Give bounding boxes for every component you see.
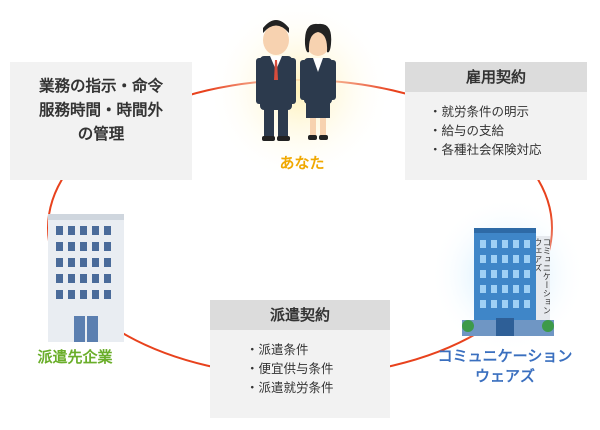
instructions-line-2: 服務時間・時間外 (38, 101, 163, 119)
dispatch-contract-list: 派遣条件 便宜供与条件 派遣就労条件 (210, 330, 390, 397)
agency-sign: コミュニケーションウェアズ (536, 238, 550, 315)
man-figure (256, 20, 296, 141)
dispatch-contract-item: 便宜供与条件 (246, 359, 390, 378)
employment-contract-title: 雇用契約 (405, 62, 587, 92)
you-label: あなた (279, 154, 325, 172)
employment-contract-item: 各種社会保険対応 (429, 140, 587, 159)
woman-figure (300, 23, 336, 140)
agency-label-line-1: コミュニケーション (437, 347, 573, 365)
dispatch-contract-title: 派遣契約 (210, 300, 390, 330)
agency-label: コミュニケーション ウェアズ (420, 346, 590, 386)
instructions-line-1: 業務の指示・命令 (38, 77, 163, 95)
dispatch-contract-box: 派遣契約 派遣条件 便宜供与条件 派遣就労条件 (210, 300, 390, 418)
employment-contract-box: 雇用契約 就労条件の明示 給与の支給 各種社会保険対応 (405, 62, 587, 180)
agency-label-line-2: ウェアズ (474, 367, 535, 385)
instructions-box: 業務の指示・命令 服務時間・時間外 の管理 (10, 62, 192, 180)
client-company-label: 派遣先企業 (37, 348, 113, 366)
dispatch-contract-item: 派遣就労条件 (246, 378, 390, 397)
instructions-line-3: の管理 (77, 125, 125, 143)
employment-contract-list: 就労条件の明示 給与の支給 各種社会保険対応 (405, 92, 587, 159)
employment-contract-item: 就労条件の明示 (429, 102, 587, 121)
dispatch-contract-item: 派遣条件 (246, 340, 390, 359)
employment-contract-item: 給与の支給 (429, 121, 587, 140)
